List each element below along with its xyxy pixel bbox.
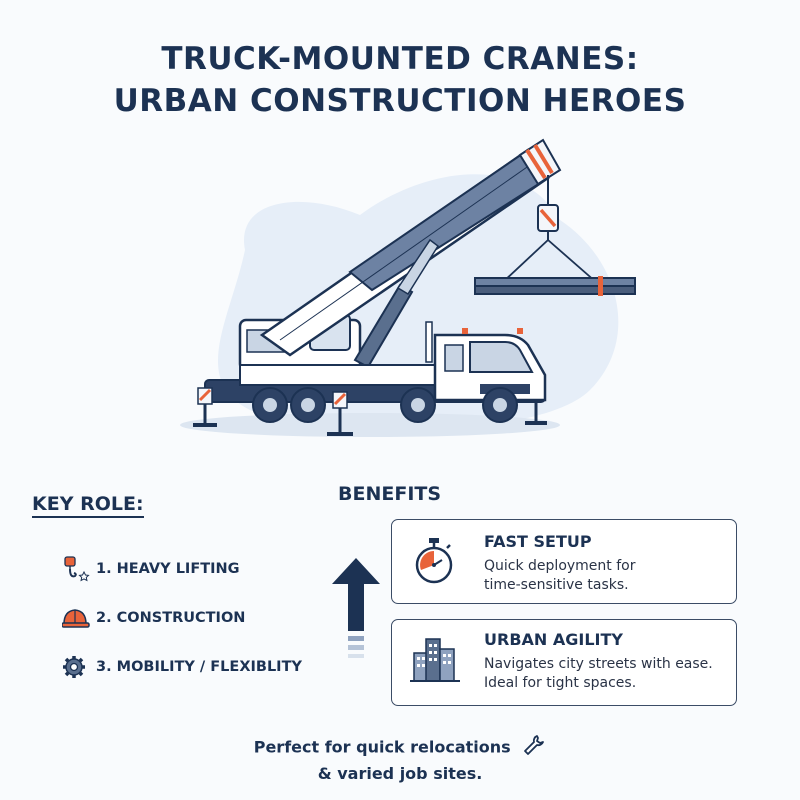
role-label-construction: 2. CONSTRUCTION <box>96 610 246 626</box>
card-desc-fast-setup: Quick deployment for time-sensitive task… <box>484 557 635 595</box>
page-title: TRUCK-MOUNTED CRANES: URBAN CONSTRUCTION… <box>0 38 800 122</box>
outrigger-left <box>193 387 217 427</box>
footer-note: Perfect for quick relocations & varied j… <box>0 733 800 785</box>
title-line-1: TRUCK-MOUNTED CRANES: <box>161 41 639 77</box>
truck-wheels <box>252 387 518 423</box>
role-item-mobility: 3. MOBILITY / FLEXIBLITY <box>62 654 302 680</box>
card-desc-line: Quick deployment for <box>484 558 636 574</box>
footer-text-1: Perfect for quick relocations <box>253 737 511 757</box>
hydraulic-cylinder <box>353 238 440 369</box>
outrigger-middle <box>327 391 353 436</box>
role-label-mobility: 3. MOBILITY / FLEXIBLITY <box>96 659 302 675</box>
key-role-heading: KEY ROLE: <box>32 493 144 518</box>
outrigger-right <box>525 402 547 425</box>
truck-crane-illustration <box>180 138 636 437</box>
card-desc-urban-agility: Navigates city streets with ease. Ideal … <box>484 655 713 693</box>
benefit-card-urban-agility: URBAN AGILITY Navigates city streets wit… <box>391 619 737 706</box>
footer-line-2: & varied job sites. <box>317 764 483 783</box>
stopwatch-icon <box>410 536 458 590</box>
card-title-fast-setup: FAST SETUP <box>484 532 592 551</box>
card-desc-line: time-sensitive tasks. <box>484 577 629 593</box>
wrench-icon <box>522 733 546 763</box>
cab-windshield <box>469 341 534 373</box>
role-label-heavy-lifting: 1. HEAVY LIFTING <box>96 561 240 577</box>
gear-icon <box>62 654 92 680</box>
city-buildings-icon <box>410 637 460 687</box>
steel-beam <box>474 276 636 296</box>
title-line-2: URBAN CONSTRUCTION HEROES <box>113 83 687 119</box>
footer-line-1: Perfect for quick relocations <box>0 733 800 763</box>
benefits-heading: BENEFITS <box>338 483 442 505</box>
role-item-heavy-lifting: 1. HEAVY LIFTING <box>62 556 240 582</box>
benefit-card-fast-setup: FAST SETUP Quick deployment for time-sen… <box>391 519 737 604</box>
crane-hook-icon <box>62 556 92 582</box>
card-desc-line: Ideal for tight spaces. <box>484 675 637 691</box>
card-desc-line: Navigates city streets with ease. <box>484 656 713 672</box>
card-title-urban-agility: URBAN AGILITY <box>484 630 623 649</box>
hard-hat-icon <box>62 605 92 631</box>
hook-assembly <box>502 175 597 283</box>
up-arrow-icon <box>332 558 380 658</box>
role-item-construction: 2. CONSTRUCTION <box>62 605 245 631</box>
